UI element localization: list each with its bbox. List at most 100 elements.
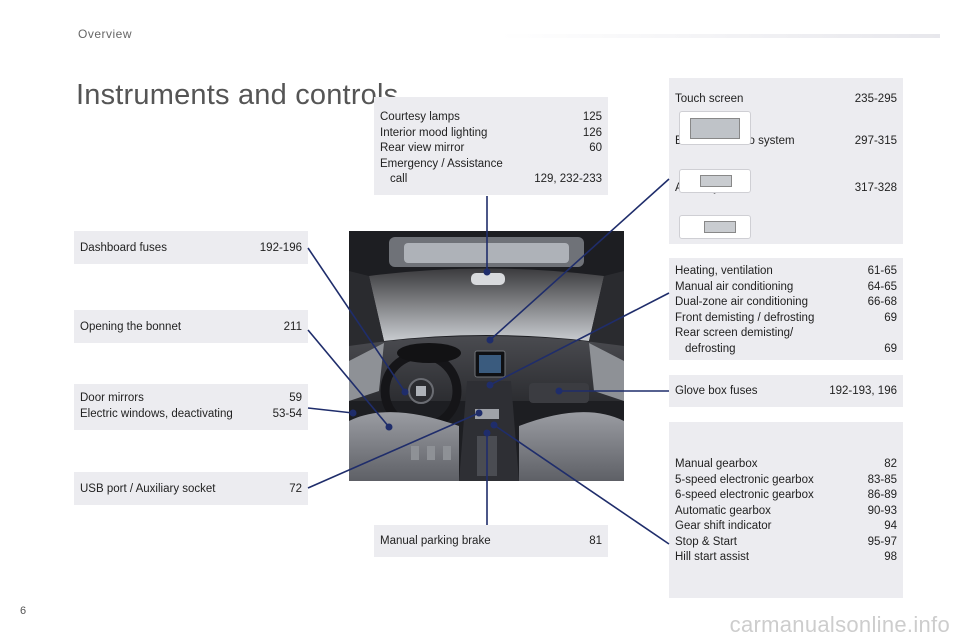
- list-item: call 129, 232-233: [380, 172, 602, 188]
- list-item: Interior mood lighting 126: [380, 126, 602, 142]
- gearbox-box: Manual gearbox 82 5-speed electronic gear…: [669, 422, 903, 598]
- list-item: defrosting 69: [675, 342, 897, 358]
- item-pages: 125: [582, 111, 602, 123]
- pointer-dot: [486, 381, 494, 389]
- list-item: Dual-zone air conditioning 66-68: [675, 295, 897, 311]
- list-item: 6-speed electronic gearbox 86-89: [675, 488, 897, 504]
- item-pages: 59: [289, 392, 302, 404]
- item-pages: 69: [884, 311, 897, 324]
- item-pages: 72: [289, 482, 302, 495]
- item-pages: 126: [582, 126, 602, 139]
- list-item: Touch screen 235-295: [675, 92, 897, 108]
- item-pages: 129, 232-233: [534, 173, 602, 185]
- item-label: Glove box fuses: [675, 385, 758, 397]
- list-item: Hill start assist 98: [675, 550, 897, 566]
- watermark: carmanualsonline.info: [729, 612, 950, 637]
- list-item: 5-speed electronic gearbox 83-85: [675, 473, 897, 489]
- page-number: 6: [20, 605, 27, 617]
- heating-box: Heating, ventilation 61-65 Manual air con…: [669, 258, 903, 360]
- item-pages: 98: [884, 551, 897, 563]
- item-pages: 317-328: [854, 182, 897, 194]
- opening-bonnet-box: Opening the bonnet 211: [74, 310, 308, 343]
- item-pages: 82: [884, 458, 897, 470]
- item-pages: 90-93: [867, 504, 897, 517]
- list-item: Electric windows, deactivating 53-54: [80, 407, 302, 423]
- list-item: Manual air conditioning 64-65: [675, 280, 897, 296]
- page-title: Instruments and controls: [76, 79, 399, 112]
- item-label: Opening the bonnet: [80, 320, 182, 333]
- pointer-dot: [483, 429, 491, 437]
- bluetooth-radio-thumbnail: [679, 169, 751, 193]
- item-pages: 53-54: [272, 407, 302, 420]
- item-pages: 297-315: [854, 134, 897, 147]
- item-pages: 211: [283, 320, 302, 333]
- item-label: Interior mood lighting: [380, 126, 488, 139]
- glove-box-fuses-box: Glove box fuses 192-193, 196: [669, 375, 903, 407]
- item-label: Automatic gearbox: [675, 504, 771, 517]
- item-label: USB port / Auxiliary socket: [80, 482, 216, 495]
- dashboard-fuses-box: Dashboard fuses 192-196: [74, 231, 308, 264]
- list-item: Heating, ventilation 61-65: [675, 264, 897, 280]
- pointer-dot: [475, 409, 483, 417]
- section-rule: [500, 34, 940, 38]
- item-label: Hill start assist: [675, 551, 750, 563]
- item-label: 5-speed electronic gearbox: [675, 473, 814, 486]
- pointer-dot: [486, 336, 494, 344]
- item-label: call: [390, 173, 408, 185]
- pointer-dot: [555, 387, 563, 395]
- door-mirrors-box: Door mirrors 59 Electric windows, deactiv…: [74, 384, 308, 430]
- item-pages: 81: [589, 535, 602, 547]
- item-pages: 60: [589, 142, 602, 154]
- touch-screen-thumbnail: [679, 111, 751, 145]
- item-label: Emergency / Assistance: [380, 157, 503, 170]
- list-item: Rear view mirror 60: [380, 141, 602, 157]
- list-item: Emergency / Assistance: [380, 157, 602, 173]
- item-pages: 192-196: [259, 241, 302, 254]
- list-item: Front demisting / defrosting 69: [675, 311, 897, 327]
- item-pages: 192-193, 196: [829, 385, 897, 397]
- list-item: Courtesy lamps 125: [380, 110, 602, 126]
- item-label: Gear shift indicator: [675, 520, 772, 532]
- item-label: Courtesy lamps: [380, 111, 460, 123]
- list-item: Stop & Start 95-97: [675, 535, 897, 551]
- item-label: Dashboard fuses: [80, 241, 167, 254]
- item-label: Manual gearbox: [675, 458, 758, 470]
- item-label: Manual parking brake: [380, 535, 491, 547]
- pointer-dot: [483, 268, 491, 276]
- item-pages: 94: [884, 520, 897, 532]
- list-item: Manual gearbox 82: [675, 457, 897, 473]
- item-pages: 61-65: [867, 265, 897, 277]
- item-label: Door mirrors: [80, 392, 144, 404]
- pointer-dot: [349, 409, 357, 417]
- item-label: Stop & Start: [675, 535, 738, 548]
- list-item: Automatic gearbox 90-93: [675, 504, 897, 520]
- item-pages: 69: [884, 342, 897, 355]
- list-item: Gear shift indicator 94: [675, 519, 897, 535]
- item-label: defrosting: [685, 342, 736, 355]
- pointer-dot: [401, 388, 409, 396]
- pointer-dot: [490, 421, 498, 429]
- usb-port-box: USB port / Auxiliary socket 72: [74, 472, 308, 505]
- item-pages: 86-89: [867, 489, 897, 501]
- item-label: 6-speed electronic gearbox: [675, 489, 814, 501]
- item-label: Heating, ventilation: [675, 265, 773, 277]
- list-item: Rear screen demisting/: [675, 326, 897, 342]
- courtesy-lamps-box: Courtesy lamps 125 Interior mood lighting…: [374, 97, 608, 195]
- item-pages: 83-85: [867, 473, 897, 486]
- parking-brake-box: Manual parking brake 81: [374, 525, 608, 557]
- item-pages: 64-65: [867, 280, 897, 293]
- item-label: Manual air conditioning: [675, 280, 794, 293]
- item-label: Dual-zone air conditioning: [675, 296, 808, 308]
- item-label: Electric windows, deactivating: [80, 407, 233, 420]
- list-item: Door mirrors 59: [80, 391, 302, 407]
- item-label: Front demisting / defrosting: [675, 311, 815, 324]
- audio-radio-thumbnail: [679, 215, 751, 239]
- item-label: Touch screen: [675, 93, 744, 105]
- item-pages: 95-97: [867, 535, 897, 548]
- section-label: Overview: [78, 27, 133, 41]
- item-pages: 235-295: [854, 93, 897, 105]
- item-label: Rear view mirror: [380, 142, 465, 154]
- item-pages: 66-68: [867, 296, 897, 308]
